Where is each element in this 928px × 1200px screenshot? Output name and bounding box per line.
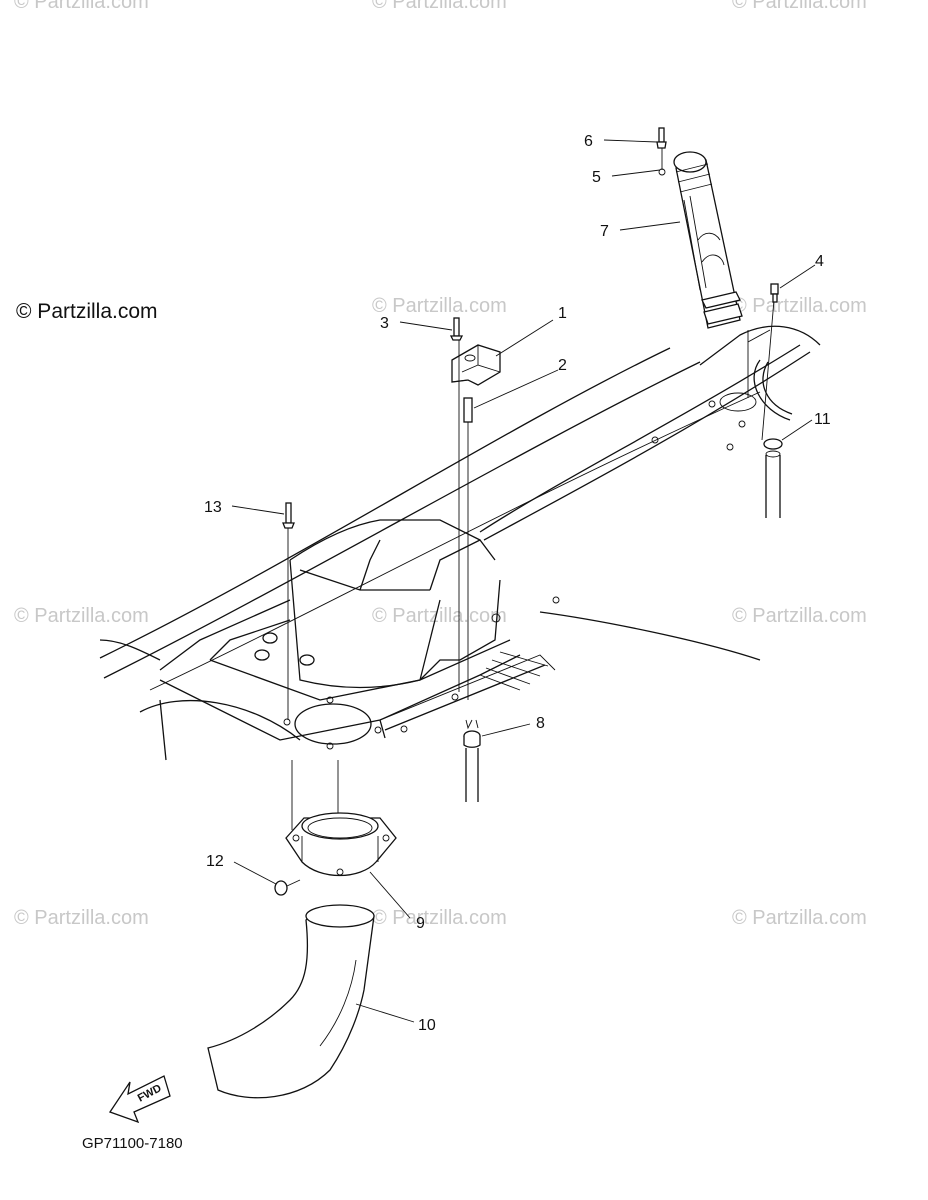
callout-7: 7 [600, 223, 609, 240]
part-bolt-4 [770, 283, 779, 303]
watermark: © Partzilla.com [732, 605, 867, 627]
part-clamp-11 [763, 438, 783, 518]
part-hose-10 [207, 904, 375, 1099]
watermark: © Partzilla.com [372, 605, 507, 627]
callout-8: 8 [536, 715, 545, 732]
part-nipple-6 [656, 127, 667, 149]
callout-3: 3 [380, 315, 389, 332]
watermark: © Partzilla.com [732, 0, 867, 13]
callout-1: 1 [558, 305, 567, 322]
callout-9: 9 [416, 915, 425, 932]
callout-6: 6 [584, 133, 593, 150]
callout-2: 2 [558, 357, 567, 374]
callouts: 1 2 3 4 5 6 7 8 9 10 11 12 13 [204, 133, 831, 1034]
watermark: © Partzilla.com [372, 295, 507, 317]
watermark: © Partzilla.com [372, 0, 507, 13]
engine-cover [159, 519, 521, 750]
watermark: © Partzilla.com [372, 907, 507, 929]
part-bolt-13 [282, 502, 295, 529]
watermark: © Partzilla.com [14, 907, 149, 929]
watermark: © Partzilla.com [14, 605, 149, 627]
callout-11: 11 [814, 411, 831, 428]
callout-5: 5 [592, 169, 601, 186]
part-seal-5 [658, 148, 666, 176]
part-bolt-3 [449, 317, 464, 341]
part-tube-7 [673, 151, 743, 329]
part-clamp-8 [463, 719, 481, 802]
watermark: © Partzilla.com [732, 295, 867, 317]
watermark: © Partzilla.com [732, 907, 867, 929]
leader-lines [231, 139, 816, 1023]
callout-10: 10 [418, 1017, 436, 1034]
callout-12: 12 [206, 853, 224, 870]
callout-4: 4 [815, 253, 824, 270]
callout-13: 13 [204, 499, 222, 516]
part-duct-9 [285, 812, 397, 877]
watermark-main: © Partzilla.com [16, 300, 158, 323]
part-bracket [451, 344, 501, 386]
hull-outline [99, 325, 821, 761]
assembly-lines [287, 299, 775, 840]
part-screw-12 [274, 879, 301, 896]
watermark: © Partzilla.com [14, 0, 149, 13]
diagram-code: GP71100-7180 [82, 1135, 183, 1152]
forward-arrow: FWD [108, 1075, 171, 1124]
part-spacer [463, 397, 473, 423]
